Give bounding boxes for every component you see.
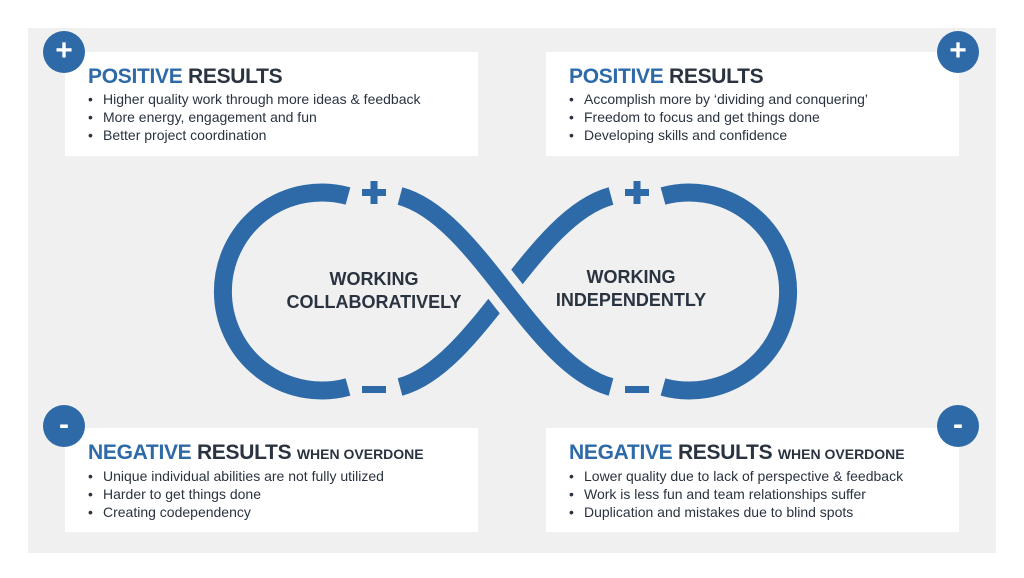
title-rest: RESULTS	[677, 441, 773, 464]
collab-positive-box: POSITIVE RESULTS Higher quality work thr…	[65, 52, 478, 156]
working-independently-label: WORKING INDEPENDENTLY	[546, 266, 716, 312]
box-title: NEGATIVE RESULTS WHEN OVERDONE	[569, 440, 959, 467]
minus-badge-icon: -	[43, 405, 85, 447]
crossing-curve-front	[397, 187, 614, 396]
title-small: WHEN OVERDONE	[777, 446, 905, 462]
list-item: Harder to get things done	[88, 485, 478, 503]
title-highlight: POSITIVE	[569, 65, 664, 88]
list-item: Better project coordination	[88, 126, 478, 144]
label-line: WORKING	[586, 267, 676, 287]
label-line: WORKING	[329, 269, 419, 289]
indep-positive-box: POSITIVE RESULTS Accomplish more by ‘div…	[546, 52, 959, 156]
list-item: Freedom to focus and get things done	[569, 108, 959, 126]
list-item: Developing skills and confidence	[569, 126, 959, 144]
list-item: Accomplish more by ‘dividing and conquer…	[569, 90, 959, 108]
box-title: NEGATIVE RESULTS WHEN OVERDONE	[88, 440, 478, 467]
plus-badge-icon: +	[937, 31, 979, 73]
minus-badge-icon: -	[937, 405, 979, 447]
list-item: More energy, engagement and fun	[88, 108, 478, 126]
left-loop-arc	[213, 183, 351, 400]
label-line: COLLABORATIVELY	[286, 292, 462, 312]
working-collaboratively-label: WORKING COLLABORATIVELY	[284, 268, 464, 314]
box-title: POSITIVE RESULTS	[569, 64, 959, 90]
list-item: Duplication and mistakes due to blind sp…	[569, 503, 959, 521]
title-rest: RESULTS	[669, 65, 764, 88]
box-title: POSITIVE RESULTS	[88, 64, 478, 90]
minus-icon	[625, 386, 649, 393]
plus-badge-icon: +	[43, 31, 85, 73]
minus-icon	[362, 386, 386, 393]
title-highlight: NEGATIVE	[569, 441, 673, 464]
plus-icon	[362, 181, 386, 204]
plus-icon	[625, 181, 649, 204]
list-item: Creating codependency	[88, 503, 478, 521]
label-line: INDEPENDENTLY	[555, 290, 707, 310]
title-rest: RESULTS	[188, 65, 283, 88]
title-rest: RESULTS	[196, 441, 292, 464]
list-item: Unique individual abilities are not full…	[88, 467, 478, 485]
title-highlight: POSITIVE	[88, 65, 183, 88]
list-item: Higher quality work through more ideas &…	[88, 90, 478, 108]
indep-negative-box: NEGATIVE RESULTS WHEN OVERDONE Lower qua…	[546, 428, 959, 532]
list-item: Lower quality due to lack of perspective…	[569, 467, 959, 485]
title-small: WHEN OVERDONE	[296, 446, 424, 462]
right-loop-arc	[660, 183, 798, 400]
title-highlight: NEGATIVE	[88, 441, 192, 464]
collab-negative-box: NEGATIVE RESULTS WHEN OVERDONE Unique in…	[65, 428, 478, 532]
list-item: Work is less fun and team relationships …	[569, 485, 959, 503]
